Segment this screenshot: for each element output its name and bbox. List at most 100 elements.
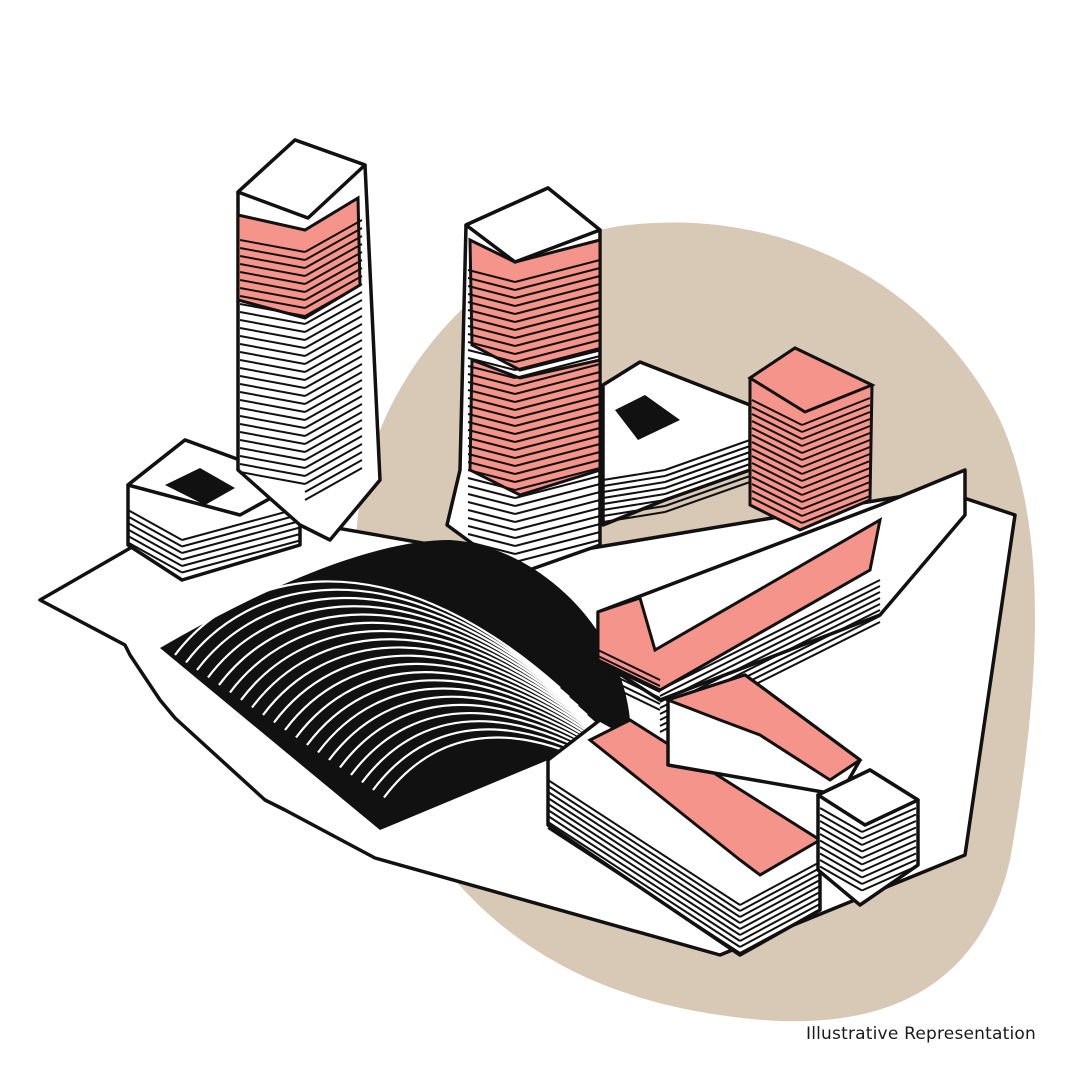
arch-rib <box>196 596 579 707</box>
floor-line <box>467 461 516 475</box>
arch-rib <box>273 654 642 770</box>
floor-line <box>467 269 516 283</box>
floor-line <box>304 347 363 381</box>
floor-line <box>819 839 863 866</box>
floor-line <box>801 467 871 496</box>
floor-line <box>819 852 863 879</box>
floor-line <box>751 469 803 496</box>
floor-line <box>304 459 363 493</box>
floor-line <box>304 251 363 285</box>
floor-line <box>304 419 363 453</box>
floor-line <box>751 420 803 447</box>
floor-line <box>239 447 306 461</box>
floor-line <box>547 797 741 924</box>
floor-line <box>467 349 516 363</box>
floor-line <box>861 852 917 879</box>
floor-line <box>664 475 751 507</box>
floor-line <box>467 517 516 531</box>
floor-line <box>239 351 306 365</box>
floor-line <box>801 418 871 447</box>
tower-left <box>236 138 382 542</box>
floor-line <box>239 407 306 421</box>
floor-line <box>467 309 516 323</box>
floor-line <box>514 451 601 475</box>
floor-line <box>602 487 666 499</box>
floor-line <box>801 453 871 482</box>
floor-line <box>801 439 871 468</box>
floor-line <box>239 415 306 429</box>
floor-line <box>467 477 516 491</box>
floor-line <box>467 285 516 299</box>
floor-line <box>751 434 803 461</box>
floor-line <box>304 363 363 397</box>
floor-line <box>467 373 516 387</box>
floor-line <box>304 331 363 365</box>
floor-line <box>739 897 821 942</box>
floor-line <box>304 243 363 277</box>
floor-line <box>304 355 363 389</box>
floor-line <box>861 807 917 833</box>
floor-line <box>739 885 821 930</box>
floor-line <box>819 865 863 892</box>
arch-rib <box>284 662 651 779</box>
floor-line <box>547 803 741 930</box>
floor-line <box>514 523 601 547</box>
floor-line <box>801 488 871 517</box>
floor-line <box>514 299 601 323</box>
floor-line <box>819 833 863 859</box>
floor-line <box>514 483 601 507</box>
floor-line <box>514 403 601 427</box>
floor-line <box>304 219 363 253</box>
floor-line <box>514 539 601 563</box>
floor-line <box>801 397 871 426</box>
floor-line <box>739 867 821 912</box>
floor-line <box>239 471 306 485</box>
floor-line <box>514 435 601 459</box>
floor-line <box>467 421 516 435</box>
floor-line <box>514 291 601 315</box>
floor-line <box>597 667 661 699</box>
floor-line <box>467 317 516 331</box>
floor-line <box>739 903 821 948</box>
floor-line <box>751 441 803 468</box>
floor-line <box>304 291 363 325</box>
floor-line <box>304 315 363 349</box>
floor-line <box>801 404 871 433</box>
floor-line <box>602 475 666 487</box>
floor-line <box>304 323 363 357</box>
floor-line <box>304 435 363 469</box>
floor-line <box>181 513 301 548</box>
floor-line <box>739 873 821 918</box>
floor-line <box>127 509 183 541</box>
courtyard-block-rear <box>601 360 752 527</box>
floor-line <box>801 411 871 440</box>
floor-line <box>547 791 741 918</box>
floor-line <box>304 283 363 317</box>
floor-line <box>861 865 917 892</box>
floor-line <box>801 425 871 454</box>
arch-rib <box>174 580 561 689</box>
floor-line <box>467 325 516 339</box>
floor-line <box>514 315 601 339</box>
floor-line <box>514 307 601 331</box>
floor-line <box>819 820 863 846</box>
floor-line <box>304 267 363 301</box>
floor-line <box>239 335 306 349</box>
u-block-front <box>546 673 863 957</box>
floor-line <box>861 839 917 866</box>
tower-center <box>445 186 602 577</box>
floor-line <box>467 453 516 467</box>
floor-line <box>602 493 666 505</box>
floor-line <box>181 507 301 541</box>
floor-line <box>801 446 871 475</box>
floor-line <box>514 427 601 451</box>
floor-line <box>602 481 666 493</box>
floor-line <box>239 295 306 309</box>
floor-line <box>514 283 601 307</box>
floor-line <box>514 363 601 387</box>
floor-line <box>467 405 516 419</box>
floor-line <box>602 505 666 517</box>
floor-line <box>547 821 741 948</box>
floor-line <box>597 649 661 681</box>
floor-line <box>819 813 863 840</box>
